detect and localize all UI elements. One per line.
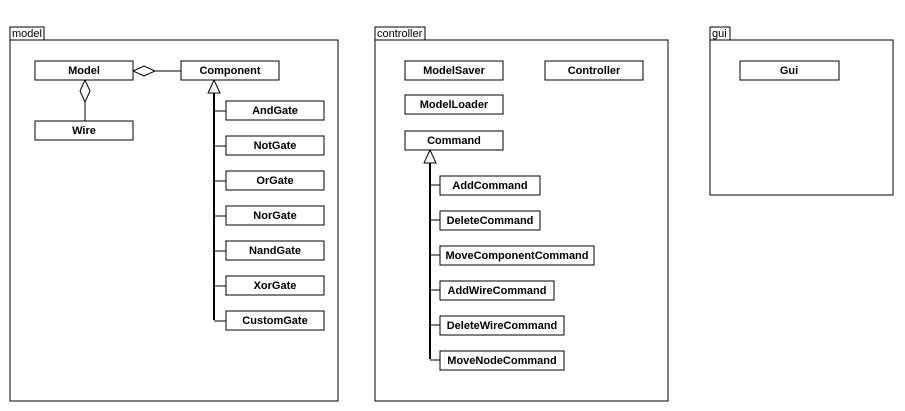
svg-text:OrGate: OrGate	[256, 175, 293, 187]
svg-text:CustomGate: CustomGate	[242, 315, 307, 327]
inheritance-triangle-icon	[207, 78, 221, 94]
svg-text:Component: Component	[199, 65, 260, 77]
class-delete-wire-command: DeleteWireCommand	[439, 315, 565, 336]
package-gui-label: gui	[712, 28, 727, 40]
svg-text:ModelSaver: ModelSaver	[423, 65, 485, 77]
class-nand-gate: NandGate	[225, 240, 325, 261]
inheritance-triangle-icon	[423, 148, 437, 164]
class-move-node-command: MoveNodeCommand	[439, 350, 565, 371]
class-or-gate: OrGate	[225, 170, 325, 191]
class-delete-command: DeleteCommand	[439, 210, 541, 231]
svg-text:NandGate: NandGate	[249, 245, 301, 257]
svg-text:Gui: Gui	[780, 65, 798, 77]
class-nor-gate: NorGate	[225, 205, 325, 226]
class-not-gate: NotGate	[225, 135, 325, 156]
class-add-wire-command: AddWireCommand	[439, 280, 555, 301]
package-model-label: model	[12, 28, 42, 40]
svg-text:MoveComponentCommand: MoveComponentCommand	[446, 250, 589, 262]
svg-text:NorGate: NorGate	[253, 210, 296, 222]
class-add-command: AddCommand	[439, 175, 541, 196]
class-command: Command	[404, 130, 504, 151]
class-model-saver: ModelSaver	[404, 60, 504, 81]
generalization-component	[207, 78, 226, 322]
svg-text:ModelLoader: ModelLoader	[420, 99, 489, 111]
svg-text:DeleteCommand: DeleteCommand	[447, 215, 534, 227]
package-gui: gui	[709, 26, 894, 196]
svg-text:NotGate: NotGate	[254, 140, 297, 152]
svg-text:MoveNodeCommand: MoveNodeCommand	[447, 355, 556, 367]
svg-text:AddWireCommand: AddWireCommand	[448, 285, 547, 297]
svg-text:Command: Command	[427, 135, 481, 147]
package-controller-label: controller	[377, 28, 423, 40]
svg-text:Model: Model	[68, 65, 100, 77]
class-model: Model	[34, 60, 134, 81]
generalization-command	[423, 148, 440, 361]
class-and-gate: AndGate	[225, 100, 325, 121]
aggregation-diamond-icon	[79, 78, 91, 104]
svg-text:DeleteWireCommand: DeleteWireCommand	[447, 320, 558, 332]
svg-text:AddCommand: AddCommand	[452, 180, 527, 192]
aggregation-diamond-icon	[131, 65, 157, 77]
class-xor-gate: XorGate	[225, 275, 325, 296]
class-controller: Controller	[544, 60, 644, 81]
svg-text:Controller: Controller	[568, 65, 621, 77]
svg-text:XorGate: XorGate	[254, 280, 297, 292]
class-move-component-command: MoveComponentCommand	[439, 245, 595, 266]
svg-text:Wire: Wire	[72, 125, 96, 137]
class-gui: Gui	[739, 60, 840, 81]
class-model-loader: ModelLoader	[404, 94, 504, 115]
class-component: Component	[180, 60, 280, 81]
svg-text:AndGate: AndGate	[252, 105, 298, 117]
class-custom-gate: CustomGate	[225, 310, 325, 331]
class-wire: Wire	[34, 120, 134, 141]
